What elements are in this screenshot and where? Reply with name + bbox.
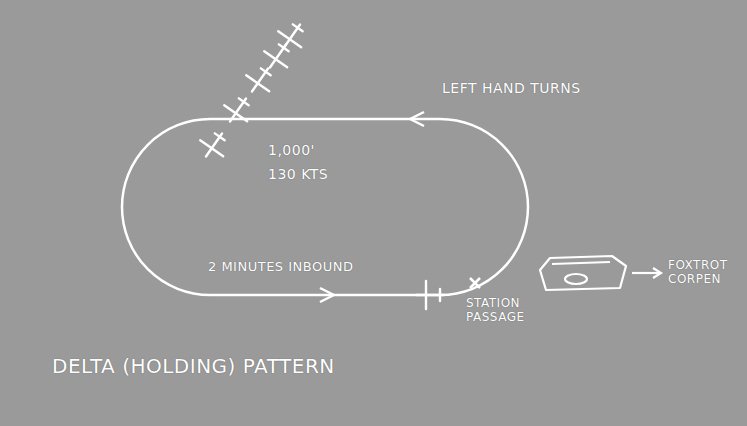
heading-arrow: [632, 268, 661, 278]
station-passage-label: STATION PASSAGE: [466, 296, 550, 325]
leg-time-label: 2 MINUTES INBOUND: [208, 259, 353, 275]
direction-arrow: [320, 288, 334, 302]
speed-label: 130 KTS: [268, 166, 328, 183]
diagram-title: DELTA (HOLDING) PATTERN: [52, 354, 335, 378]
station-mark: [470, 278, 480, 288]
altitude-label: 1,000': [268, 142, 315, 159]
direction-arrow: [410, 112, 424, 126]
ship-heading-label: FOXTROT CORPEN: [668, 258, 738, 287]
turn-direction-note: LEFT HAND TURNS: [442, 80, 581, 97]
carrier-ship: [540, 256, 626, 290]
aircraft: [195, 17, 444, 309]
holding-racetrack: [122, 119, 528, 295]
